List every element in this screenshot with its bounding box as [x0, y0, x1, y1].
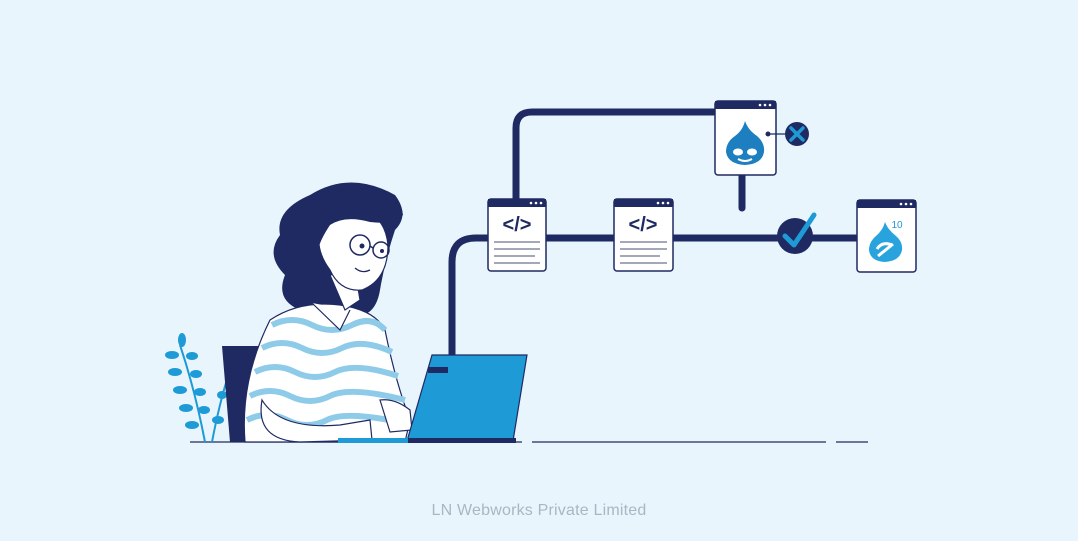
pipeline-lines [448, 108, 860, 359]
watermark-caption: LN Webworks Private Limited [431, 502, 647, 519]
drupal-10-logo-icon [869, 222, 903, 262]
code-window-card-2: </> [613, 198, 674, 272]
plant-illustration [165, 333, 231, 443]
code-window-card-1: </> [487, 198, 547, 272]
version-badge: 10 [891, 220, 903, 231]
drupal-10-card: 10 [856, 199, 917, 273]
error-x-icon [785, 122, 809, 146]
laptop [338, 354, 528, 443]
success-check-icon [777, 212, 817, 254]
drupal-legacy-card [714, 100, 786, 176]
code-icon: </> [629, 214, 658, 236]
glasses [349, 234, 390, 259]
woman-illustration [243, 182, 413, 443]
code-icon: </> [503, 214, 532, 236]
drupal-logo-icon [726, 121, 765, 165]
